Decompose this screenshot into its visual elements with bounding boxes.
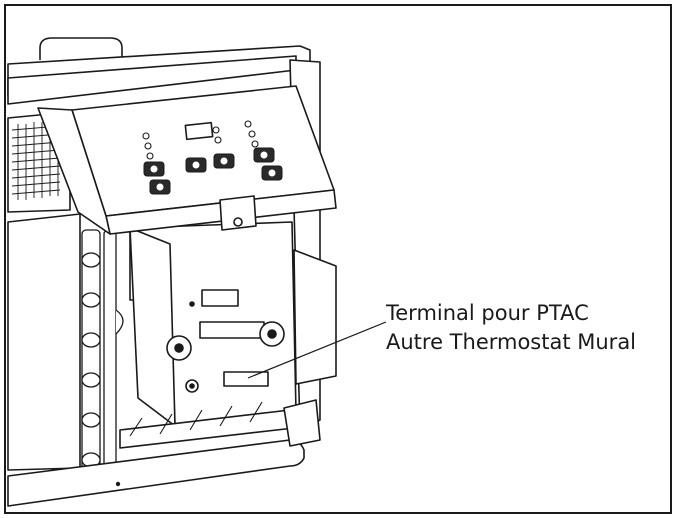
- label-middle: [199, 321, 265, 339]
- panel-latch: [219, 195, 257, 231]
- callout-leader-line: [247, 321, 387, 379]
- control-panel-left-edge: [37, 107, 111, 235]
- top-handle: [39, 37, 123, 60]
- terminal-block: [223, 371, 269, 387]
- callout-line-2: Autre Thermostat Mural: [386, 330, 637, 354]
- left-lower-panel: [7, 213, 81, 471]
- callout-line-1: Terminal pour PTAC: [386, 301, 589, 325]
- indicator-leds: [142, 120, 259, 160]
- right-bracket: [283, 399, 321, 447]
- callout-label: Terminal pour PTAC Autre Thermostat Mura…: [386, 299, 672, 357]
- label-upper: [201, 289, 239, 307]
- side-module: [293, 249, 337, 385]
- grille-mesh: [11, 120, 61, 200]
- display-window: [184, 121, 214, 141]
